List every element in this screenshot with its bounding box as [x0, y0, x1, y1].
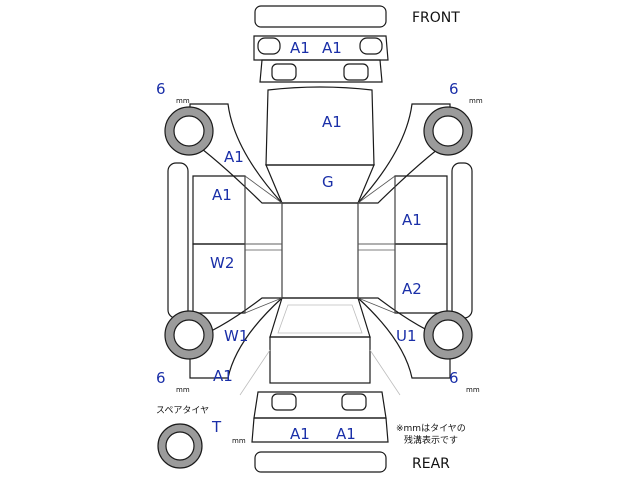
- front-left-light: [257, 37, 281, 55]
- windshield-panel: [265, 164, 375, 204]
- left-side-skirt: [167, 162, 189, 319]
- spare-tire-label: スペアタイヤ: [156, 405, 209, 416]
- rear-right-depth: 6: [449, 369, 459, 387]
- rear-right-tire: [423, 310, 473, 360]
- front-left-depth: 6: [156, 80, 166, 98]
- right-front-door-panel: [394, 175, 448, 245]
- front-grille: [259, 59, 383, 83]
- code-left-front-door: A1: [212, 186, 232, 204]
- right-front-window: [357, 175, 396, 245]
- front-right-lamp: [343, 63, 369, 81]
- spare-depth: T: [211, 418, 222, 436]
- code-windshield: G: [322, 173, 334, 191]
- front-left-tire: [164, 106, 214, 156]
- rear-bumper-lower: [251, 417, 389, 443]
- spare-tire: [157, 423, 203, 469]
- front-right-tire: [423, 106, 473, 156]
- code-front-bumper-left: A1: [290, 39, 310, 57]
- tire-note-line1: ※mmはタイヤの: [396, 423, 466, 434]
- rear-left-tire: [164, 310, 214, 360]
- right-rear-window: [357, 243, 396, 314]
- code-right-rear-quarter: U1: [396, 327, 417, 345]
- rear-window-inner: [277, 304, 363, 334]
- left-rear-window: [244, 243, 283, 314]
- code-left-rear-door: W2: [210, 254, 234, 272]
- front-left-unit: mm: [176, 97, 190, 105]
- rear-right-lamp: [341, 393, 367, 411]
- rear-left-lamp: [271, 393, 297, 411]
- trunk-guide-right: [369, 349, 401, 396]
- rear-window-panel: [269, 297, 371, 338]
- trunk-guide-left: [239, 349, 271, 396]
- left-front-window: [244, 175, 283, 245]
- code-right-front-door: A1: [402, 211, 422, 229]
- spare-unit: mm: [232, 437, 246, 445]
- front-bumper: [253, 35, 389, 61]
- front-bumper-bar: [254, 5, 387, 28]
- tire-note-line2: 残溝表示です: [404, 434, 458, 446]
- right-rear-door-panel: [394, 243, 448, 314]
- front-label: FRONT: [412, 10, 460, 26]
- roof-panel: [281, 202, 359, 299]
- front-right-light: [359, 37, 383, 55]
- code-left-front-fender: A1: [224, 148, 244, 166]
- rear-left-depth: 6: [156, 369, 166, 387]
- front-left-lamp: [271, 63, 297, 81]
- rear-bumper-bar: [254, 451, 387, 473]
- code-left-rear-quarter: W1: [224, 327, 248, 345]
- code-right-rear-door: A2: [402, 280, 422, 298]
- trunk-panel: [269, 336, 371, 384]
- code-rear-bumper-right: A1: [336, 425, 356, 443]
- hood-panel: [265, 86, 375, 166]
- rear-label: REAR: [412, 456, 450, 472]
- code-hood: A1: [322, 113, 342, 131]
- rear-left-unit: mm: [176, 386, 190, 394]
- front-right-unit: mm: [469, 97, 483, 105]
- right-side-skirt: [451, 162, 473, 319]
- rear-right-unit: mm: [466, 386, 480, 394]
- code-rear-bumper-left: A1: [290, 425, 310, 443]
- front-right-depth: 6: [449, 80, 459, 98]
- code-left-rear-fender: A1: [213, 367, 233, 385]
- code-front-bumper-right: A1: [322, 39, 342, 57]
